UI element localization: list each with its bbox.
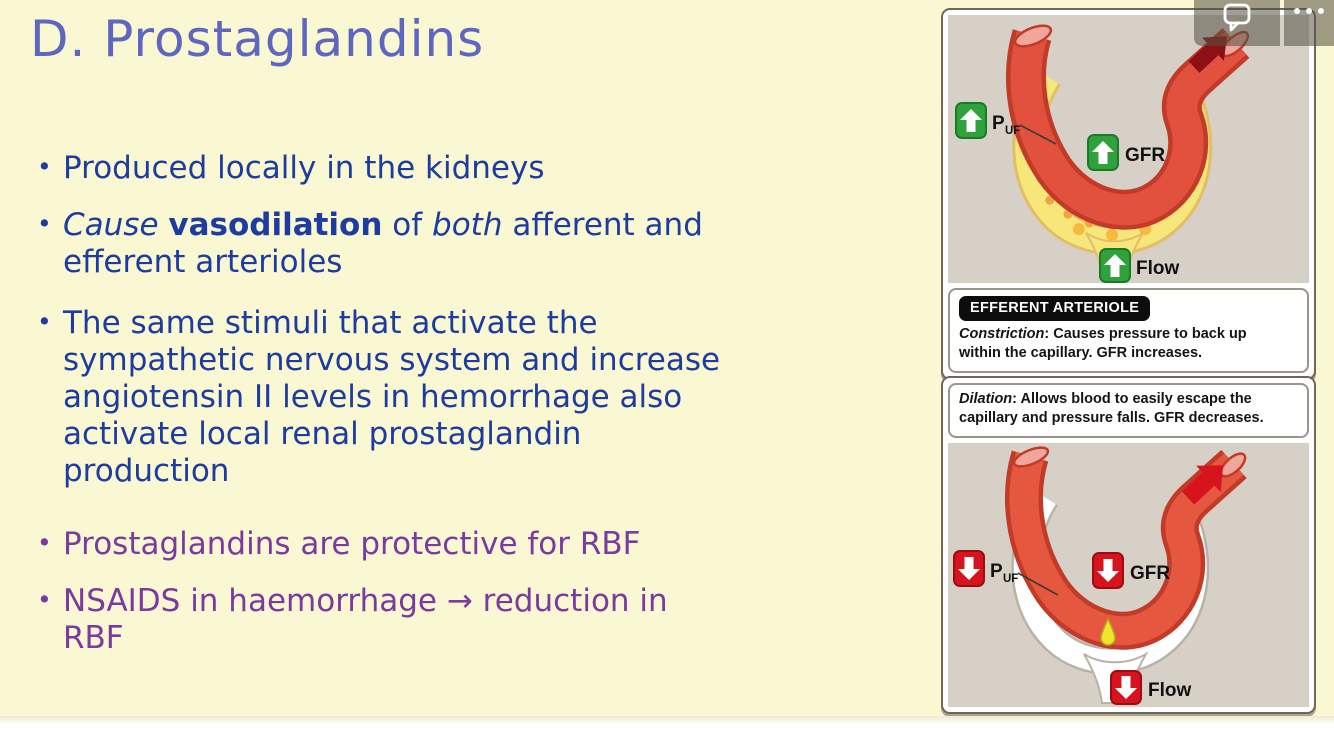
- slide-title: D. Prostaglandins: [30, 10, 485, 68]
- filtrate-teardrop: [1100, 616, 1116, 646]
- capillary-vessel: [1009, 451, 1244, 645]
- more-options-button[interactable]: [1284, 0, 1334, 46]
- efferent-arteriole-tag: EFFERENT ARTERIOLE: [959, 296, 1151, 321]
- dilation-caption: Dilation: Allows blood to easily escape …: [948, 383, 1309, 438]
- bullet-item: Produced locally in the kidneys: [36, 150, 936, 187]
- speech-bubble-icon: [1223, 3, 1251, 32]
- constriction-diagram: P UF GFR Flow: [948, 15, 1309, 283]
- comment-button[interactable]: [1194, 0, 1280, 46]
- gfr-down-arrow-badge: [1092, 551, 1124, 589]
- flow-down-arrow-badge: [1110, 669, 1142, 705]
- puf-pointer-line: [1017, 571, 1059, 596]
- flow-label: Flow: [1148, 680, 1191, 701]
- constriction-caption: EFFERENT ARTERIOLE Constriction: Causes …: [948, 288, 1309, 373]
- puf-pointer-line: [1019, 124, 1057, 145]
- dilation-caption-text: Dilation: Allows blood to easily escape …: [959, 391, 1264, 427]
- ellipsis-icon: [1294, 8, 1324, 46]
- puf-label: P: [992, 113, 1005, 134]
- dilation-diagram: P UF GFR Flow: [948, 442, 1309, 707]
- player-overlay: [1194, 0, 1334, 46]
- bullet-item: The same stimuli that activate thesympat…: [36, 305, 936, 490]
- bullet-list: Produced locally in the kidneysCause vas…: [36, 150, 936, 677]
- puf-up-arrow-badge: [955, 102, 987, 139]
- gfr-label: GFR: [1130, 563, 1170, 584]
- bullet-item: Prostaglandins are protective for RBF: [36, 526, 936, 563]
- slide-background: D. Prostaglandins Produced locally in th…: [0, 0, 1334, 716]
- diagram-panel-dilation: Dilation: Allows blood to easily escape …: [941, 376, 1316, 714]
- capillary-vessel: [1010, 30, 1247, 226]
- afferent-opening: [1013, 24, 1053, 48]
- flow-up-arrow-badge: [1099, 248, 1131, 283]
- diagram-panel-constriction: P UF GFR Flow EFFERENT ARTERIOLE Constri…: [941, 8, 1316, 380]
- efferent-outflow-arrow: [1181, 464, 1224, 505]
- gfr-up-arrow-badge: [1087, 134, 1119, 171]
- bullet-item: Cause vasodilation of both afferent ande…: [36, 207, 936, 281]
- puf-down-arrow-badge: [953, 549, 985, 587]
- puf-label-sub: UF: [1003, 573, 1018, 585]
- flow-label: Flow: [1136, 258, 1179, 279]
- slide-bottom-margin: [0, 716, 1334, 732]
- constriction-caption-text: Constriction: Causes pressure to back up…: [959, 326, 1247, 362]
- puf-label: P: [990, 561, 1003, 582]
- afferent-opening: [1012, 445, 1050, 468]
- puf-label-sub: UF: [1005, 125, 1020, 137]
- gfr-label: GFR: [1125, 145, 1165, 166]
